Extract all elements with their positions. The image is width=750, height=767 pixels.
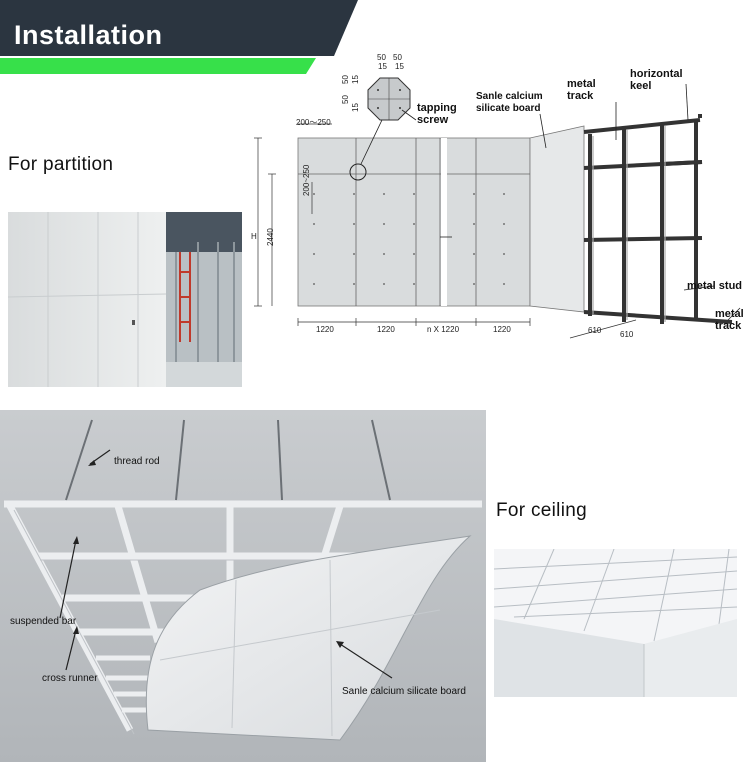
ceiling-board-label: Sanle calcium silicate board — [342, 686, 466, 697]
horizontal-keel-label: horizontal keel — [630, 68, 683, 92]
detail-dim-5: 50 — [341, 75, 350, 84]
detail-dim-3: 15 — [378, 62, 387, 71]
height-h-dim: H — [251, 232, 257, 241]
banner-shape — [0, 0, 358, 74]
metal-stud-label: metal stud — [687, 280, 743, 292]
width-dim-3: n X 1220 — [427, 325, 460, 334]
partition-photo — [7, 212, 242, 387]
width-dim-4: 1220 — [493, 325, 511, 334]
metal-track-top-label: metal track — [567, 78, 596, 102]
suspended-bar-label: suspended bar — [10, 616, 77, 627]
metal-track-bottom-label: metal track — [715, 308, 744, 332]
partition-diagram — [254, 77, 741, 339]
width-dim-1: 1220 — [316, 325, 334, 334]
ceiling-photo — [493, 548, 738, 697]
side-spacing-dim: 200~250 — [302, 164, 311, 196]
cross-runner-label: cross runner — [42, 673, 98, 684]
detail-dim-8: 15 — [351, 103, 360, 112]
stud-spacing-dim-1: 610 — [588, 326, 602, 335]
top-spacing-dim: 200～250 — [296, 118, 331, 127]
ceiling-section-label: For ceiling — [496, 500, 587, 521]
ceiling-render — [0, 410, 486, 762]
detail-dim-6: 15 — [351, 75, 360, 84]
thread-rod-label: thread rod — [114, 456, 160, 467]
board-label: Sanle calcium silicate board — [476, 91, 543, 114]
width-dim-2: 1220 — [377, 325, 395, 334]
detail-dim-7: 50 — [341, 95, 350, 104]
detail-dim-1: 50 — [377, 53, 386, 62]
detail-dim-2: 50 — [393, 53, 402, 62]
height-2440-dim: 2440 — [266, 228, 275, 246]
detail-dim-4: 15 — [395, 62, 404, 71]
page-title: Installation — [14, 20, 163, 50]
partition-drawing — [244, 44, 750, 354]
stud-spacing-dim-2: 610 — [620, 330, 634, 339]
tapping-screw-label: tapping screw — [417, 102, 457, 126]
header-banner — [0, 0, 360, 74]
partition-section-label: For partition — [8, 154, 114, 175]
